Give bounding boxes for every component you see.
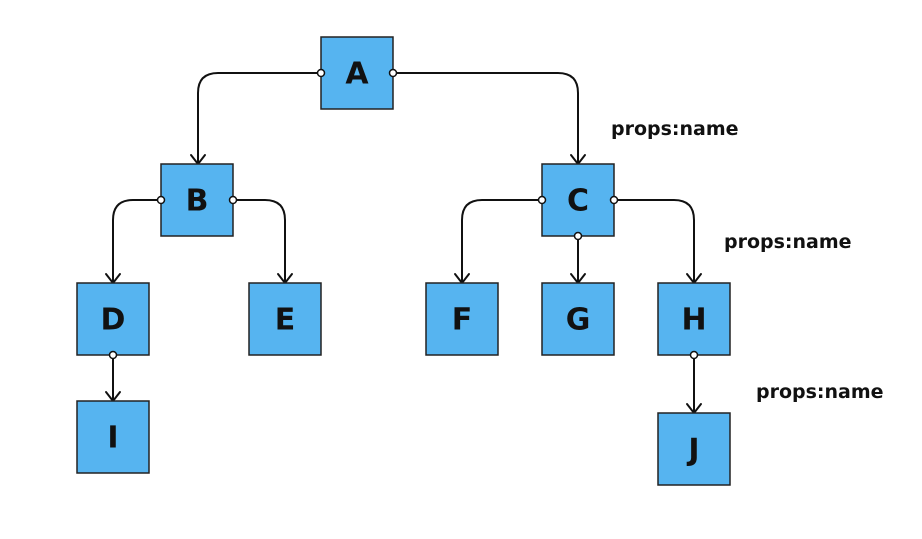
node-e-label: E [275, 303, 296, 338]
port-c-bottom [573, 231, 583, 241]
node-d[interactable]: D [76, 282, 150, 356]
edge-b-e [233, 199, 286, 283]
edge-a-c [393, 72, 579, 164]
edge-c-h [614, 199, 695, 283]
node-h-label: H [681, 303, 706, 338]
node-g-label: G [566, 303, 591, 338]
node-f[interactable]: F [425, 282, 499, 356]
node-h[interactable]: H [657, 282, 731, 356]
annotation-a-c: props:name [611, 118, 739, 140]
edge-b-d [112, 199, 161, 283]
node-j[interactable]: J [657, 412, 731, 486]
node-c-label: C [567, 184, 589, 219]
node-b[interactable]: B [160, 163, 234, 237]
annotation-c-h: props:name [724, 231, 852, 253]
port-a-right [388, 68, 398, 78]
node-g[interactable]: G [541, 282, 615, 356]
port-a-left [316, 68, 326, 78]
node-i-label: I [107, 421, 118, 456]
node-c[interactable]: C [541, 163, 615, 237]
node-a[interactable]: A [320, 36, 394, 110]
annotation-h-j: props:name [756, 381, 884, 403]
port-b-right [228, 195, 238, 205]
node-i[interactable]: I [76, 400, 150, 474]
port-b-left [156, 195, 166, 205]
edge-c-f [461, 199, 542, 283]
node-f-label: F [452, 303, 473, 338]
port-c-left [537, 195, 547, 205]
node-b-label: B [186, 184, 209, 219]
node-e[interactable]: E [248, 282, 322, 356]
node-a-label: A [345, 57, 369, 92]
node-d-label: D [101, 303, 126, 338]
port-h-bottom [689, 350, 699, 360]
port-d-bottom [108, 350, 118, 360]
port-c-right [609, 195, 619, 205]
ports [108, 68, 699, 360]
edge-a-b [197, 72, 321, 164]
node-j-label: J [686, 433, 699, 468]
